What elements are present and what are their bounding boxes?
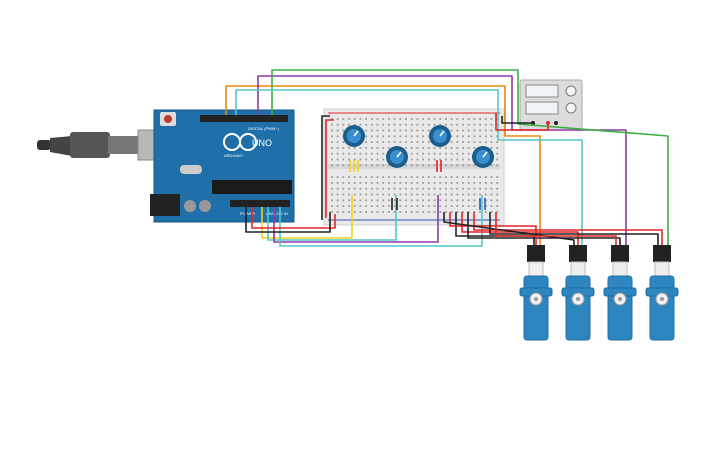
wire-green-signal[interactable] (271, 69, 669, 245)
power-jack[interactable] (150, 194, 180, 216)
voltage-knob[interactable] (565, 85, 577, 97)
pot-4[interactable] (472, 146, 494, 168)
display-bottom (525, 101, 559, 115)
servo-2[interactable] (561, 245, 595, 341)
uno-label: UNO (252, 138, 272, 148)
analog-header[interactable] (230, 200, 290, 207)
servo-1[interactable] (519, 245, 553, 341)
wire-red-servo4[interactable] (473, 212, 663, 245)
arduino-uno-board[interactable]: UNO ARDUINO DIGITAL (PWM~) POWER ANALOG … (150, 109, 295, 223)
wire-black-gnd[interactable] (245, 207, 331, 233)
wire-yellow-a0[interactable] (261, 195, 353, 239)
wires[interactable] (225, 69, 669, 247)
wire-red-5v[interactable] (251, 207, 336, 229)
wire-orange-signal[interactable] (225, 85, 541, 245)
usb-cable[interactable] (37, 129, 167, 161)
servo-3[interactable] (603, 245, 637, 341)
wire-red-servo3[interactable] (495, 212, 617, 245)
wire-supply-gnd[interactable] (501, 116, 533, 124)
pot-3[interactable] (429, 125, 451, 147)
wire-cyan-a1[interactable] (267, 195, 397, 241)
wire-cyan-signal[interactable] (235, 89, 583, 245)
wire-purple-signal[interactable] (257, 75, 627, 245)
display-top (525, 84, 559, 98)
power-supply[interactable] (519, 79, 583, 131)
analog-label: ANALOG IN (266, 211, 288, 216)
current-knob[interactable] (565, 102, 577, 114)
digital-header[interactable] (200, 115, 288, 122)
pot-2[interactable] (386, 146, 408, 168)
servos (519, 245, 679, 341)
atmega-chip (212, 180, 292, 194)
digital-label: DIGITAL (PWM~) (248, 126, 280, 131)
pot-1[interactable] (343, 125, 365, 147)
reset-button[interactable] (164, 115, 172, 123)
wire-supply-vcc[interactable] (495, 113, 549, 131)
wire-black-rail[interactable] (321, 115, 330, 220)
wire-purple-a2[interactable] (273, 195, 439, 243)
wire-black-servo4[interactable] (489, 212, 659, 245)
servo-4[interactable] (645, 245, 679, 341)
brand-label: ARDUINO (224, 153, 242, 158)
wire-red-rail[interactable] (325, 119, 334, 218)
wire-black-servo2[interactable] (443, 212, 575, 245)
power-label: POWER (240, 211, 255, 216)
wire-cyan-a3[interactable] (279, 195, 483, 247)
